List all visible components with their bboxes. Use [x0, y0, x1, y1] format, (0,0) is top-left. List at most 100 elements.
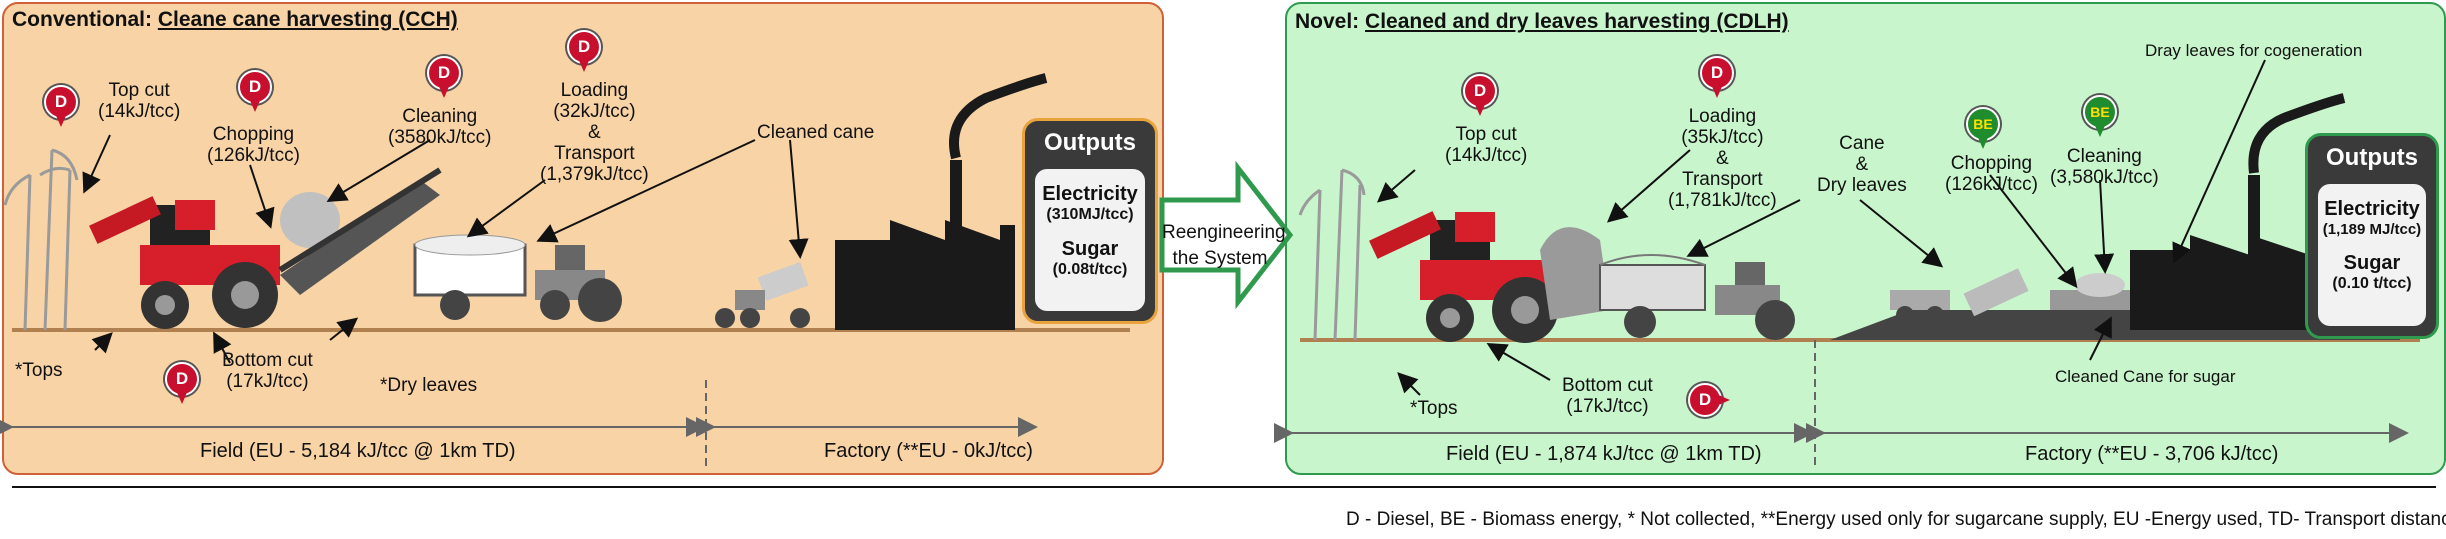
conventional-title-prefix: Conventional:	[12, 8, 152, 31]
label-line: (1,781kJ/tcc)	[1668, 190, 1777, 211]
bottom-cut-label: Bottom cut (17kJ/tcc)	[222, 350, 313, 392]
label-line: Dry leaves	[1817, 175, 1907, 196]
label-line: Dray leaves for cogeneration	[2145, 41, 2363, 60]
pin-label: D	[248, 77, 262, 96]
conventional-field-axis-label: Field (EU - 5,184 kJ/tcc @ 1km TD)	[200, 440, 516, 462]
label-line: (14kJ/tcc)	[1445, 145, 1528, 166]
novel-title-main: Cleaned and dry leaves harvesting (CDLH)	[1365, 10, 1789, 33]
label-line: (35kJ/tcc)	[1681, 127, 1764, 148]
label-line: Reengineering	[1162, 222, 1286, 243]
label-line: (3,580kJ/tcc)	[2050, 167, 2159, 188]
novel-title-prefix: Novel:	[1295, 10, 1360, 33]
label-line: Top cut	[1455, 124, 1517, 145]
top-cut-label: Top cut (14kJ/tcc)	[98, 80, 180, 122]
label-line: (17kJ/tcc)	[226, 371, 309, 392]
electricity-value: (1,189 MJ/tcc)	[2322, 221, 2422, 238]
biomass-pin: BE	[2083, 95, 2117, 139]
outputs-inner: Electricity (1,189 MJ/tcc) Sugar (0.10 t…	[2318, 184, 2426, 326]
label-line: &	[1716, 148, 1729, 169]
biomass-pin: BE	[1966, 107, 2000, 151]
novel-factory-axis-label: Factory (**EU - 3,706 kJ/tcc)	[2025, 443, 2279, 465]
novel-outputs-box: Outputs Electricity (1,189 MJ/tcc) Sugar…	[2305, 133, 2439, 339]
sugar-label: Sugar	[2343, 252, 2401, 274]
novel-field-axis-label: Field (EU - 1,874 kJ/tcc @ 1km TD)	[1446, 443, 1762, 465]
loading-label: Loading (32kJ/tcc) & Transport (1,379kJ/…	[540, 80, 649, 185]
label-line: Cleaned Cane for sugar	[2055, 367, 2236, 386]
label-line: Cleaning	[402, 106, 478, 127]
label-line: Top cut	[108, 80, 170, 101]
chopping-label: Chopping (126kJ/tcc)	[207, 124, 300, 166]
cleaned-cane-sugar-label: Cleaned Cane for sugar	[2055, 366, 2236, 387]
label-line: &	[1855, 154, 1869, 175]
label-line: Transport	[554, 143, 635, 164]
dump-truck-illustration	[715, 262, 810, 328]
electricity-label: Electricity	[1042, 183, 1138, 205]
conventional-title-main: Cleane cane harvesting (CCH)	[157, 8, 458, 31]
outputs-title: Outputs	[1044, 129, 1136, 156]
cleaned-cane-label: Cleaned cane	[757, 122, 874, 143]
conventional-factory-axis-label: Factory (**EU - 0kJ/tcc)	[824, 440, 1033, 462]
label-line: *Tops	[15, 360, 63, 381]
reengineering-arrow	[1159, 160, 1294, 310]
novel-chopping-label: Chopping (126kJ/tcc)	[1945, 153, 2038, 195]
pin-label: D	[1473, 81, 1487, 100]
label-line: Cleaning	[2066, 146, 2142, 167]
label-line: Bottom cut	[1562, 375, 1653, 396]
label-line: (17kJ/tcc)	[1566, 396, 1649, 417]
diesel-pin: D	[1688, 383, 1732, 417]
tops-label: *Tops	[15, 360, 63, 381]
label-line: Loading	[560, 80, 629, 101]
pin-label: D	[1710, 63, 1724, 82]
label-line: Bottom cut	[222, 350, 313, 371]
electricity-value: (310MJ/tcc)	[1046, 206, 1134, 223]
label-line: (14kJ/tcc)	[98, 101, 181, 122]
label-line: (126kJ/tcc)	[207, 145, 300, 166]
label-line: (126kJ/tcc)	[1945, 174, 2038, 195]
novel-loading-label: Loading (35kJ/tcc) & Transport (1,781kJ/…	[1668, 106, 1777, 211]
novel-title: Novel: Cleaned and dry leaves harvesting…	[1295, 10, 1789, 34]
cleaning-label: Cleaning (3580kJ/tcc)	[388, 106, 491, 148]
sugar-value: (0.10 t/tcc)	[2332, 275, 2412, 292]
conventional-outputs-box: Outputs Electricity (310MJ/tcc) Sugar (0…	[1022, 118, 1158, 324]
pin-label: D	[437, 63, 451, 82]
electricity-label: Electricity	[2324, 198, 2420, 220]
conventional-title: Conventional: Cleane cane harvesting (CC…	[12, 8, 458, 32]
sugar-label: Sugar	[1061, 238, 1119, 260]
label-line: the System	[1172, 248, 1268, 269]
novel-top-cut-label: Top cut (14kJ/tcc)	[1445, 124, 1527, 166]
label-line: *Dry leaves	[380, 375, 478, 396]
pin-label: D	[175, 369, 189, 388]
diesel-pin: D	[567, 30, 601, 74]
diesel-pin: D	[238, 70, 272, 114]
label-line: Cleaned cane	[757, 122, 875, 143]
diesel-pin: D	[1700, 56, 1734, 100]
dry-leaves-label: *Dry leaves	[380, 375, 477, 396]
novel-bottom-cut-label: Bottom cut (17kJ/tcc)	[1562, 375, 1653, 417]
label-line: Chopping	[212, 124, 295, 145]
pin-label: D	[577, 37, 591, 56]
cane-dry-leaves-label: Cane & Dry leaves	[1817, 133, 1907, 196]
label-line: *Tops	[1410, 398, 1458, 419]
diesel-pin: D	[1463, 74, 1497, 118]
sugar-value: (0.08t/tcc)	[1052, 261, 1128, 278]
trailer-illustration	[413, 234, 622, 322]
outputs-title: Outputs	[2326, 144, 2418, 171]
label-line: &	[588, 122, 601, 143]
novel-tops-label: *Tops	[1410, 398, 1458, 419]
outputs-inner: Electricity (310MJ/tcc) Sugar (0.08t/tcc…	[1035, 169, 1145, 311]
pin-label: BE	[2090, 104, 2110, 120]
label-line: Loading	[1688, 106, 1757, 127]
dry-leaves-cogeneration-label: Dray leaves for cogeneration	[2145, 40, 2362, 61]
diesel-pin: D	[165, 362, 199, 406]
pin-label: D	[54, 92, 68, 111]
label-line: Transport	[1682, 169, 1763, 190]
cane-stalks	[3, 148, 79, 331]
factory-illustration	[835, 73, 1048, 330]
label-line: (3580kJ/tcc)	[388, 127, 492, 148]
label-line: (1,379kJ/tcc)	[540, 164, 649, 185]
label-line: Cane	[1839, 133, 1885, 154]
pin-label: BE	[1973, 116, 1993, 132]
reengineering-label: Reengineering the System	[1162, 220, 1286, 272]
